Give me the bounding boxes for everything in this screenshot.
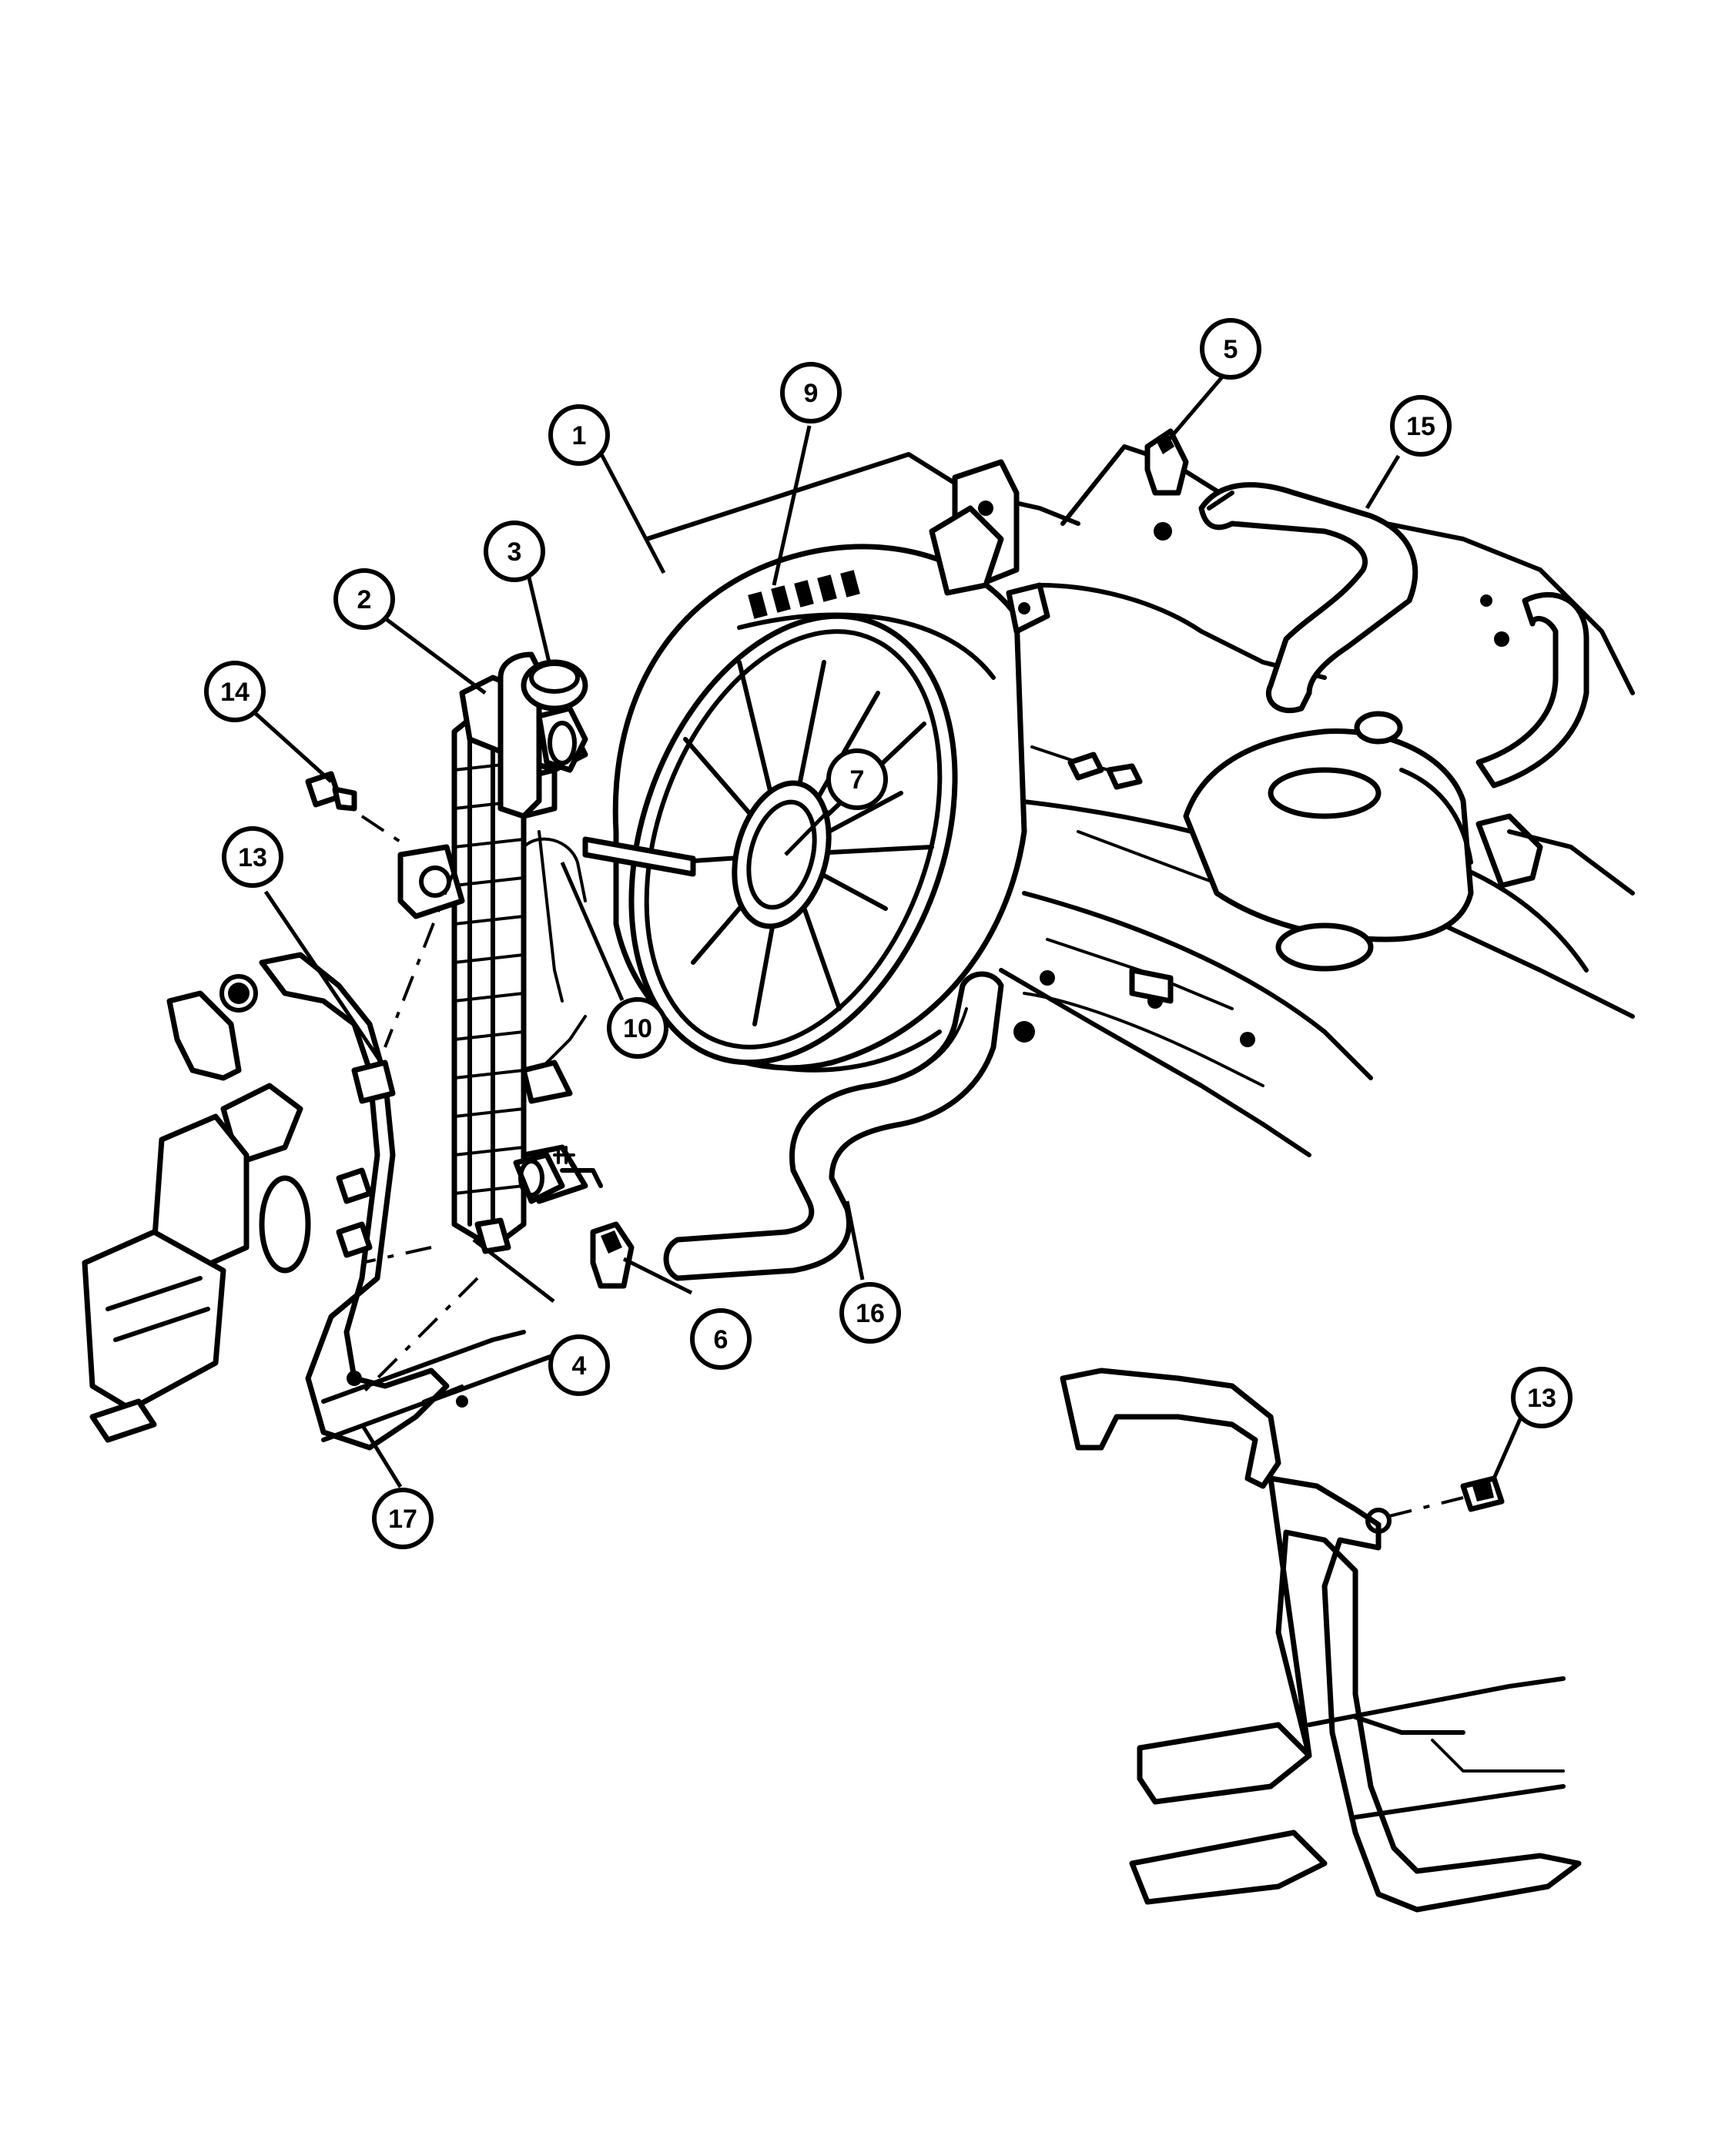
callout-13-inset: 13 <box>1511 1367 1573 1428</box>
callout-10: 10 <box>607 997 668 1059</box>
callout-label: 3 <box>507 537 522 567</box>
coolant-reservoir <box>497 651 588 902</box>
callout-4: 4 <box>548 1334 610 1396</box>
callout-17: 17 <box>372 1488 434 1549</box>
callout-14: 14 <box>204 661 266 722</box>
callout-13-main: 13 <box>222 826 283 888</box>
callout-label: 13 <box>238 843 267 872</box>
callout-label: 4 <box>572 1351 587 1381</box>
callout-label: 5 <box>1224 335 1238 364</box>
shroud-vent-slots <box>748 570 860 619</box>
hose-clamp-upper <box>1144 428 1189 496</box>
callout-1: 1 <box>548 404 610 466</box>
callout-16: 16 <box>839 1282 901 1344</box>
callout-label: 1 <box>572 421 587 450</box>
callout-2: 2 <box>333 568 395 630</box>
leader-lines <box>253 367 1525 1488</box>
callout-label: 9 <box>804 379 819 408</box>
callout-9: 9 <box>780 362 842 424</box>
callout-label: 7 <box>850 765 865 795</box>
upper-radiator-hose <box>1198 482 1419 714</box>
callout-label: 2 <box>357 585 372 614</box>
callout-label: 17 <box>388 1505 417 1534</box>
callout-label: 13 <box>1527 1384 1556 1413</box>
callout-label: 15 <box>1406 412 1435 441</box>
callout-label: 16 <box>856 1299 885 1328</box>
inset-radiator-support-detail <box>1060 1368 1582 1913</box>
callout-3: 3 <box>484 521 545 582</box>
callout-label: 6 <box>714 1325 729 1354</box>
callout-label: 14 <box>220 678 250 707</box>
radiator-fins <box>453 761 525 1195</box>
callout-15: 15 <box>1390 395 1452 457</box>
callout-5: 5 <box>1200 318 1261 380</box>
hose-clamp-lower <box>590 1221 635 1289</box>
lower-radiator-hose <box>663 971 1004 1281</box>
callout-6: 6 <box>690 1308 752 1370</box>
callout-7: 7 <box>826 748 888 810</box>
assembly-centerlines <box>360 815 1464 1518</box>
radiator-support-frame <box>82 952 557 1451</box>
fan-shroud-assembly <box>582 505 1050 1073</box>
callout-label: 10 <box>623 1014 652 1043</box>
